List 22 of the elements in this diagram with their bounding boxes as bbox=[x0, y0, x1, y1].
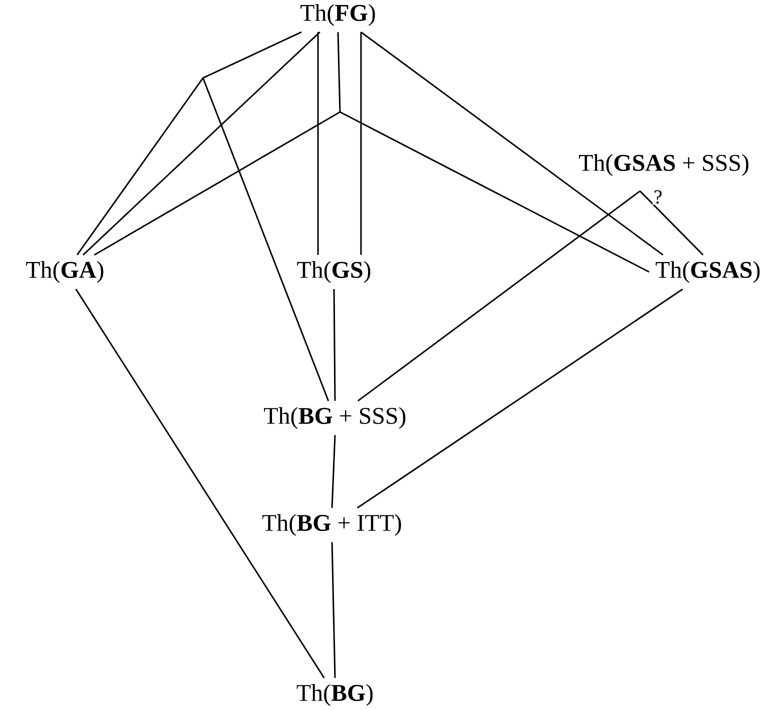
hasse-line bbox=[333, 289, 336, 401]
theory-label: Th(FG) bbox=[300, 4, 375, 26]
hasse-line bbox=[357, 190, 640, 402]
theory-label: Th(BG + ITT) bbox=[262, 514, 401, 536]
hasse-line bbox=[360, 32, 362, 255]
edge-label: ? bbox=[652, 189, 664, 205]
hasse-line bbox=[331, 542, 336, 678]
theory-label: Th(BG + SSS) bbox=[264, 407, 406, 429]
hasse-line bbox=[317, 32, 319, 255]
theory-label: Th(BG) bbox=[296, 684, 373, 706]
hasse-line bbox=[356, 288, 684, 509]
hasse-line bbox=[76, 31, 330, 402]
theory-label: Th(GSAS + SSS) bbox=[578, 154, 748, 176]
theory-label: Th(GSAS) bbox=[656, 261, 760, 283]
hasse-line bbox=[639, 190, 704, 256]
theory-label: Th(GA) bbox=[26, 261, 104, 283]
theory-label: Th(GS) bbox=[297, 261, 370, 283]
hasse-line bbox=[360, 31, 664, 256]
hasse-line bbox=[75, 288, 325, 678]
hasse-line bbox=[94, 32, 650, 273]
hasse-line bbox=[82, 32, 320, 256]
hasse-line bbox=[331, 435, 336, 508]
